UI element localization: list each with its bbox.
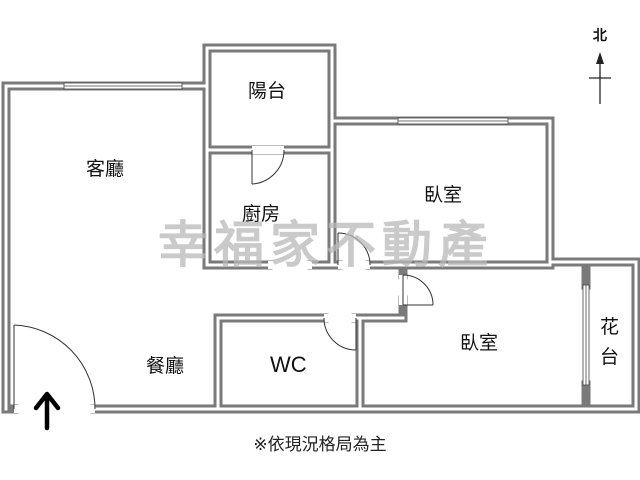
label-planter-line1: 花 [600, 316, 619, 338]
watermark: 幸福家不動產 [158, 216, 494, 274]
walls [1, 43, 640, 414]
label-planter-line2: 台 [600, 346, 619, 368]
label-kitchen: 廚房 [242, 202, 280, 225]
floor-plan-note: ※依現況格局為主 [253, 435, 387, 454]
doors [13, 146, 434, 413]
label-balcony: 陽台 [248, 80, 286, 102]
arrow-up-icon [33, 391, 61, 431]
entrance-door-swing [13, 324, 96, 410]
label-living-room: 客廳 [86, 158, 124, 180]
entrance-door-opening [14, 405, 95, 413]
label-bedroom-1: 臥室 [424, 184, 462, 206]
label-dining-room: 餐廳 [146, 355, 184, 377]
north-compass-icon: 北 [589, 27, 611, 104]
label-wc: WC [270, 352, 307, 377]
label-bedroom-2: 臥室 [460, 332, 498, 354]
windows [63, 82, 590, 386]
north-label: 北 [593, 27, 607, 43]
